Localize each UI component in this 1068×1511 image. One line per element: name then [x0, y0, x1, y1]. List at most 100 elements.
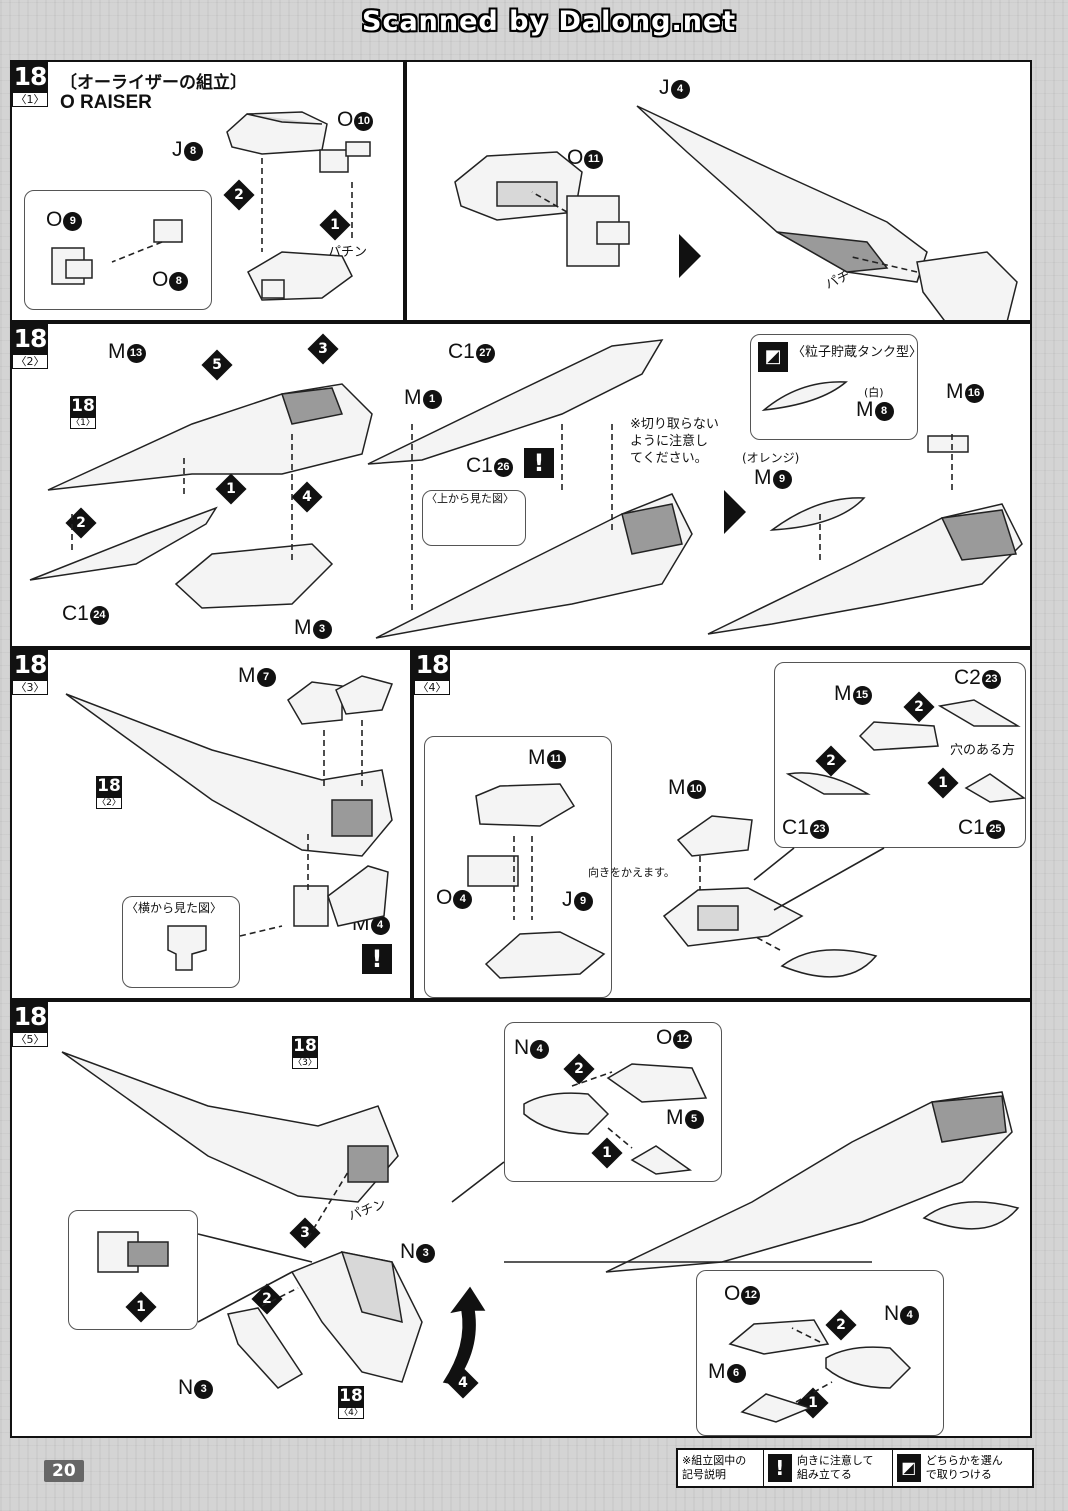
step-marker-2: 2: [223, 179, 255, 211]
m7-part: [287, 675, 393, 725]
o11-part: [566, 195, 630, 267]
choose-icon: ◩: [896, 1454, 921, 1482]
caution-icon: !: [524, 448, 554, 478]
step-number: 18〈4〉: [414, 650, 450, 695]
o-raiser-body-step2: [47, 383, 373, 491]
n3-wing-part: [290, 1251, 423, 1383]
m6-part: [740, 1393, 813, 1423]
step4-assembly: [662, 887, 804, 947]
nose-cone-part: [780, 949, 878, 978]
hole-side-note: 穴のある方: [950, 743, 1016, 758]
o-raiser-step5-body: [61, 1051, 399, 1203]
inset-top-view-label: 〈上から見た図〉: [426, 492, 514, 505]
inset-m15-assembly: [774, 662, 1026, 848]
legend-title: ※組立図中の 記号説明: [678, 1450, 764, 1486]
m10-part: [676, 815, 753, 857]
caution-icon: !: [767, 1454, 792, 1482]
n4b-part: [825, 1346, 912, 1389]
o-raiser-assembled: [636, 105, 1018, 320]
o-raiser-step3-body: [65, 693, 393, 857]
m8-part: [761, 381, 848, 412]
next-arrow: [679, 234, 701, 278]
tank-type-label: 〈粒子貯蔵タンク型〉: [792, 345, 923, 360]
m3-part: [174, 543, 334, 609]
legend-choose: ◩ どちらかを選ん で取りつける: [893, 1450, 1032, 1486]
c1-27-part: [367, 339, 664, 465]
o9-part: [51, 247, 93, 285]
side-view-label: 〈横から見た図〉: [126, 901, 223, 915]
orange-label: (オレンジ): [742, 451, 800, 465]
j9-part: [484, 931, 606, 979]
symbol-legend: ※組立図中の 記号説明 ! 向きに注意して 組み立てる ◩ どちらかを選ん で取…: [676, 1448, 1034, 1488]
step-marker-1: 1: [319, 209, 351, 241]
o-raiser-step2-result: [707, 503, 1023, 635]
detachment-detail: [97, 1231, 169, 1273]
step-marker-1: 1: [125, 1291, 157, 1323]
o12b-part: [728, 1319, 830, 1355]
c2-23-part: [937, 699, 1021, 727]
m5-part: [630, 1145, 693, 1175]
step-title-jp: 〔オーライザーの組立〕: [60, 73, 247, 93]
choose-icon: ◩: [758, 342, 788, 372]
o12-part: [606, 1063, 708, 1103]
step-number: 18〈3〉: [12, 650, 48, 695]
o8-part: [153, 219, 183, 243]
page-number: 20: [44, 1460, 84, 1482]
c1-24-part: [29, 506, 218, 581]
o10-part: [319, 141, 371, 173]
step-title-en: O RAISER: [60, 92, 152, 113]
watermark: Scanned by Dalong.net: [362, 6, 737, 37]
o4-part: [467, 855, 519, 887]
note-do-not-cut: ※切り取らない ように注意し てください。: [630, 417, 719, 466]
legend-caution: ! 向きに注意して 組み立てる: [764, 1450, 893, 1486]
rotate-arrow: [442, 1286, 486, 1385]
o-raiser-final: [605, 1091, 1013, 1273]
m16-part: [927, 435, 969, 453]
n3-side-part: [227, 1307, 304, 1389]
n4-part: [523, 1092, 610, 1135]
reference-step-18-2: 18〈2〉: [96, 776, 122, 809]
step-number: 18〈2〉: [12, 324, 48, 369]
m9-part: [769, 497, 866, 531]
m11-part: [475, 783, 576, 827]
side-view-detail: [167, 925, 207, 971]
assembled-base-part: [247, 251, 353, 301]
next-arrow: [724, 490, 746, 534]
m15-part: [858, 721, 939, 751]
white-label: (白): [864, 386, 884, 399]
c1-23-part: [785, 772, 871, 795]
inset-top-view: [422, 490, 526, 546]
step-number: 18〈1〉: [12, 62, 48, 107]
m1-assembly: [375, 493, 693, 639]
reference-step-18-1: 18〈1〉: [70, 396, 96, 429]
c1-25-part: [964, 773, 1027, 803]
